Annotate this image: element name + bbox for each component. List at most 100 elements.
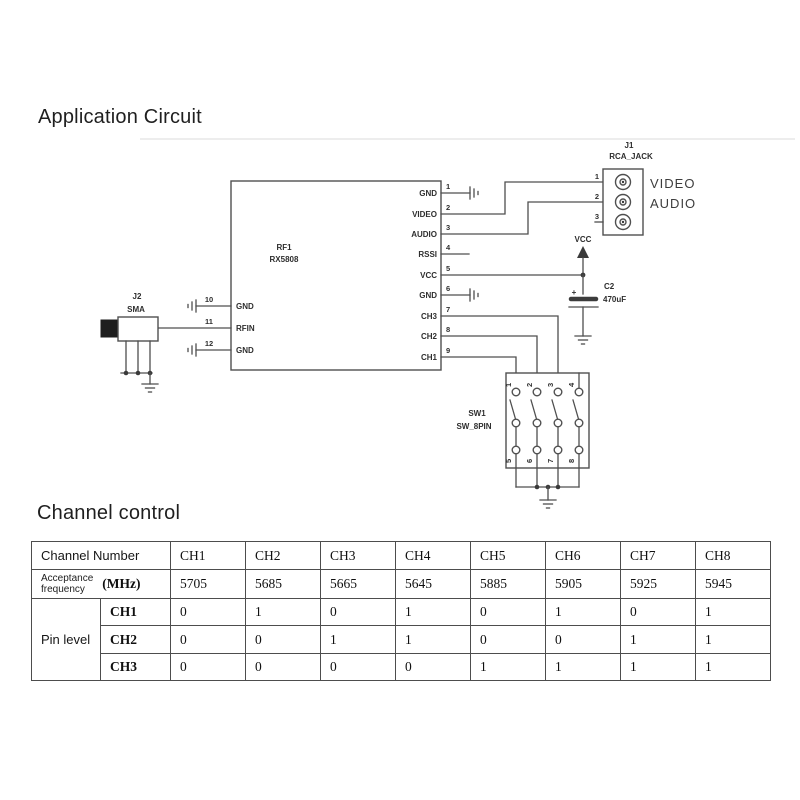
channel-header-cell: CH6 [545, 541, 621, 570]
channel-header-cell: CH7 [620, 541, 696, 570]
sw-pin-number: 5 [504, 459, 513, 463]
wires [157, 181, 604, 389]
sma-plug-body [100, 319, 119, 338]
section-title-channel-control: Channel control [37, 502, 181, 524]
pin-level-value-cell: 0 [170, 625, 246, 654]
channel-header-cell: CH2 [245, 541, 321, 570]
pin-level-value-cell: 1 [395, 625, 471, 654]
pin-number: 9 [446, 346, 450, 355]
j1-part: RCA_JACK [609, 152, 653, 161]
capacitor-c2: + C2 470uF [568, 274, 626, 345]
pin-level-value-cell: 0 [245, 625, 321, 654]
pin-number: 7 [446, 305, 450, 314]
sw1-part: SW_8PIN [456, 422, 491, 431]
channel-header-cell: CH3 [320, 541, 396, 570]
pin-name: GND [419, 291, 437, 300]
pin-name: GND [236, 302, 254, 311]
ground-symbol [469, 186, 479, 200]
pin-level-value-cell: 1 [545, 653, 621, 681]
pin-name: RSSI [418, 250, 437, 259]
pin-level-value-cell: 1 [395, 598, 471, 626]
frequency-value-cell: 5665 [320, 569, 396, 599]
sw1-ref: SW1 [468, 409, 486, 418]
pin-level-value-cell: 1 [620, 653, 696, 681]
sw-pin-number: 8 [567, 459, 576, 463]
pin-level-value-cell: 0 [320, 653, 396, 681]
pin-number: 5 [446, 264, 450, 273]
mhz-unit-label: (MHz) [102, 576, 141, 591]
frequency-value-cell: 5945 [695, 569, 771, 599]
connector-j1-rca: J1 RCA_JACK 1 2 3 VIDEO AUDIO [594, 141, 696, 236]
pin-number: 4 [446, 243, 451, 252]
pin-level-value-cell: 0 [245, 653, 321, 681]
pin-level-value-cell: 1 [245, 598, 321, 626]
pin-level-value-cell: 1 [695, 598, 771, 626]
frequency-value-cell: 5685 [245, 569, 321, 599]
pin-level-value-cell: 0 [170, 598, 246, 626]
vcc-symbol: VCC [575, 235, 592, 278]
sw-pin-number: 6 [525, 459, 534, 463]
sw-pin-number: 3 [546, 383, 555, 387]
pin-number: 3 [595, 212, 599, 221]
channel-number-label: Channel Number [31, 541, 171, 570]
pin-name: RFIN [236, 324, 255, 333]
pin-level-value-cell: 0 [620, 598, 696, 626]
wire-video [440, 181, 604, 215]
channel-control-table: Channel Number CH1 CH2 CH3 CH4 CH5 CH6 C… [31, 541, 771, 681]
switch-1 [509, 387, 521, 488]
ground-symbol [187, 343, 197, 357]
rca-jack-spare [614, 213, 632, 231]
ic-ref: RF1 [276, 243, 292, 252]
channel-header-cell: CH4 [395, 541, 471, 570]
wire-ch3 [440, 315, 559, 389]
ground-symbol [141, 383, 159, 393]
ground-symbol [574, 335, 592, 345]
pin-number: 10 [205, 295, 213, 304]
pin-level-value-cell: 1 [695, 653, 771, 681]
j2-part: SMA [127, 305, 145, 314]
pin-level-label: Pin level [31, 598, 101, 681]
connector-j2-sma: J2 SMA [100, 292, 159, 393]
pin-row-header: CH1 [100, 598, 171, 626]
pin-level-value-cell: 1 [470, 653, 546, 681]
pin-name: GND [236, 346, 254, 355]
pin-number: 2 [595, 192, 599, 201]
pin-level-value-cell: 0 [470, 625, 546, 654]
ground-symbol [469, 288, 479, 302]
rca-jack-audio [614, 193, 632, 211]
audio-output-label: AUDIO [650, 196, 696, 211]
switch-4 [572, 372, 584, 488]
dip-switch-sw1: SW1 SW_8PIN [456, 372, 590, 509]
pin-row-header: CH2 [100, 625, 171, 654]
rca-jack-video [614, 173, 632, 191]
pin-level-value-cell: 0 [545, 625, 621, 654]
pin-number: 6 [446, 284, 450, 293]
c2-ref: C2 [604, 282, 615, 291]
sw-pin-number: 4 [567, 382, 576, 387]
pin-name: CH3 [421, 312, 438, 321]
pin-level-value-cell: 0 [470, 598, 546, 626]
wire-ch2 [440, 335, 538, 389]
channel-header-cell: CH8 [695, 541, 771, 570]
frequency-value-cell: 5885 [470, 569, 546, 599]
switch-2 [530, 387, 542, 488]
frequency-value-cell: 5925 [620, 569, 696, 599]
frequency-value-cell: 5645 [395, 569, 471, 599]
pin-number: 1 [446, 182, 450, 191]
frequency-value-cell: 5905 [545, 569, 621, 599]
pin-number: 3 [446, 223, 450, 232]
ic-part: RX5808 [270, 255, 299, 264]
pin-name: VIDEO [412, 210, 437, 219]
section-title-application-circuit: Application Circuit [38, 106, 202, 128]
switch-3 [551, 387, 563, 488]
pin-level-value-cell: 1 [620, 625, 696, 654]
ic-rx5808: RF1 RX5808 GND VIDEO AUDIO RSSI VCC GND … [205, 180, 451, 371]
channel-header-cell: CH1 [170, 541, 246, 570]
pin-name: GND [419, 189, 437, 198]
vcc-triangle [577, 246, 589, 258]
vcc-label: VCC [575, 235, 592, 244]
